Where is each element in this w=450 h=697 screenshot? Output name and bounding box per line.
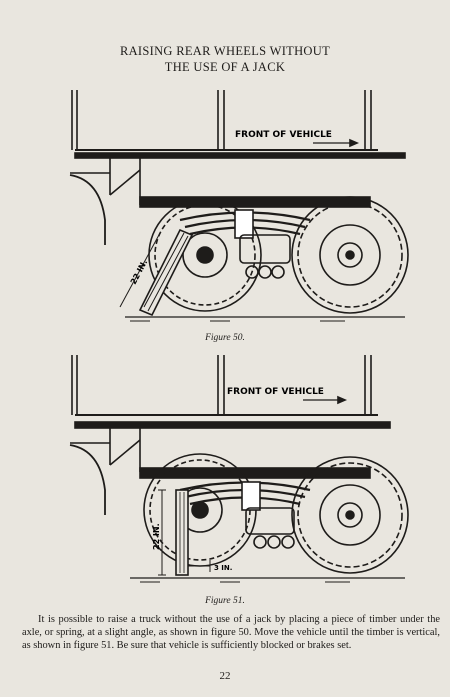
figure-51-caption: Figure 51. xyxy=(205,596,245,606)
offset-label: 3 IN. xyxy=(214,564,232,572)
page-title-line-1: RAISING REAR WHEELS WITHOUT xyxy=(119,44,331,58)
dimension-label: 22 IN. xyxy=(152,523,161,550)
page-number: 22 xyxy=(219,670,231,682)
front-of-vehicle-label: FRONT OF VEHICLE xyxy=(227,387,324,397)
figure-51-illustration: FRONT OF VEHICLE 22 IN. 3 IN. xyxy=(69,355,409,583)
figure-50-caption: Figure 50. xyxy=(205,333,245,343)
page-title-line-2: THE USE OF A JACK xyxy=(164,60,286,74)
front-of-vehicle-label: FRONT OF VEHICLE xyxy=(235,130,332,140)
instruction-paragraph: It is possible to raise a truck without … xyxy=(22,614,440,651)
dimension-label: 22 IN. xyxy=(129,258,149,286)
figure-50-illustration: FRONT OF VEHICLE 22 IN. xyxy=(69,90,409,322)
